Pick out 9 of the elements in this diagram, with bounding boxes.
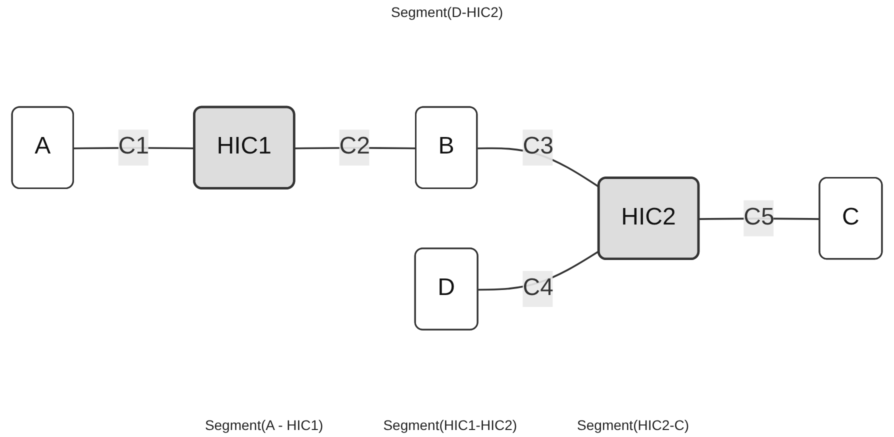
edge-label: C3 — [522, 134, 554, 160]
segment-label: Segment(D-HIC2) — [390, 4, 504, 20]
edge-label: C4 — [522, 276, 554, 302]
segment-label: Segment(HIC2-C) — [577, 417, 690, 433]
edge-label: C5 — [744, 204, 774, 231]
edge-label: C2 — [339, 134, 370, 160]
edge-label: C1 — [118, 134, 150, 160]
segment-label: Segment(A - HIC1) — [204, 417, 324, 433]
segment-label: Segment(HIC1-HIC2) — [383, 417, 518, 433]
